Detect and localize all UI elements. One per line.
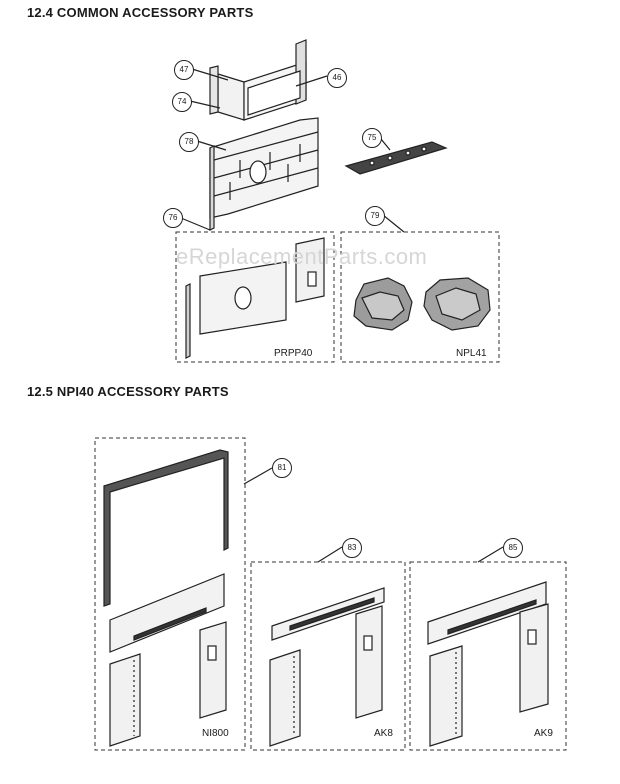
section-heading-common: 12.4 COMMON ACCESSORY PARTS [27,5,254,20]
callout-83: 83 [342,538,362,558]
ni800-parts [103,449,229,747]
callout-47: 47 [174,60,194,80]
part-75-ember-strip [344,141,448,175]
ak9-parts [427,581,549,747]
callout-78: 78 [179,132,199,152]
kit-box-ak9 [409,561,567,751]
callout-46: 46 [327,68,347,88]
watermark: eReplacementParts.com [176,244,428,269]
kit-label-ni800: NI800 [202,728,229,739]
kit-label-ak9: AK9 [534,728,553,739]
prpp40-parts [185,237,325,359]
kit-box-npl41 [340,231,500,363]
callout-81: 81 [272,458,292,478]
part-47-46-74-liner [209,39,307,121]
ak8-parts [269,587,385,747]
callout-74: 74 [172,92,192,112]
callout-75: 75 [362,128,382,148]
callout-79: 79 [365,206,385,226]
kit-label-ak8: AK8 [374,728,393,739]
callout-85: 85 [503,538,523,558]
section-heading-npi40: 12.5 NPI40 ACCESSORY PARTS [27,384,229,399]
kit-label-npl41: NPL41 [456,348,487,359]
kit-box-ak8 [250,561,406,751]
callout-76: 76 [163,208,183,228]
npl41-logs [353,277,491,331]
kit-label-prpp40: PRPP40 [274,348,313,359]
part-78-brick-panel [209,117,319,231]
kit-box-prpp40 [175,231,335,363]
